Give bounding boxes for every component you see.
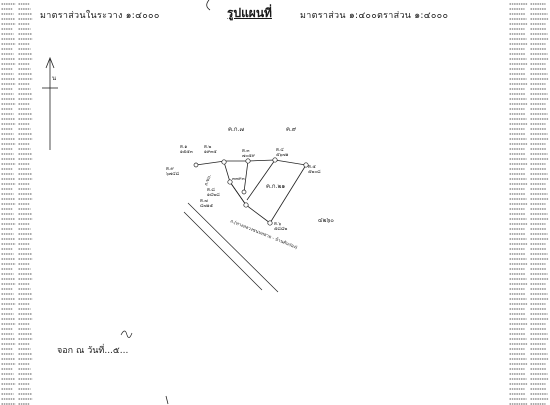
parcel-number: ๔๒๖๐ [318,217,334,224]
stake-code: ต.๕ [308,164,316,170]
survey-stakes [193,157,309,226]
stake-code: ต.๖ [274,221,281,227]
north-letter: น [52,75,56,82]
stake-number: ๗๐๕๙ [242,153,256,159]
stake-number: ๑๕๕๓ [180,149,193,155]
signature-mark [120,330,133,338]
map-title: รูปแผนที่ [227,6,272,20]
stake-code: ต.๔ [276,147,284,153]
stake-marker [245,158,251,164]
scale-right-label: มาตราส่วน ๑:๔๐๐ตราส่วน ๑:๔๐๐๐ [300,11,449,21]
bottom-tick-mark [165,395,169,405]
stake-number: ๑๔๒๘ [207,192,220,198]
right-margin-stamp-strip [509,3,549,405]
stake-number: ๕๘๘๒ [274,226,287,232]
stake-code: ต.๑ [180,145,187,150]
stake-code: ต.๘ [207,187,215,193]
stake-number: ๕๖๗๑ [276,152,289,158]
stake-code: ต.๓ [242,149,249,154]
stake-marker [227,179,233,185]
top-neighbor-label: ค.ก.๗ [228,126,244,133]
stake-number: ๔๗๑๕ [200,203,214,209]
stake-code: ต.๙ [166,167,174,172]
top-neighbor-label: ค.๙ [286,126,297,133]
date-footer: จอก ณ วันที่...๕... [57,346,129,356]
stake-code: ต.๒ [204,145,211,150]
stake-number: ๕๒๐๘ [308,169,321,175]
area-label: ค.ก.๒๑ [266,183,285,190]
stake-marker [241,189,247,195]
stake-marker [303,162,309,168]
road: ถ.(ทางหลวงชนบทสาย - บ้านคันร่อง) [183,202,298,293]
stake-marker [221,159,227,165]
north-arrow-icon: น [42,56,58,150]
inner-parcel-label: ๓๓๙๓ [232,177,245,182]
stake-code: ต.๗ [200,199,208,204]
stake-number: ๖๗๔๘ [166,171,180,177]
stake-labels: ต.๒ ๑๙๓๕ ต.๑ ๑๕๕๓ ต.๓ ๗๐๕๙ ต.๔ ๕๖๗๑ ต.๕ … [166,145,321,232]
stake-number: ๑๙๓๕ [204,149,217,155]
stake-marker [272,157,278,163]
title-bracket-mark [206,0,211,11]
side-note: ถ.ขบ. [204,174,213,187]
road-label: ถ.(ทางหลวงชนบทสาย - บ้านคันร่อง) [229,218,298,251]
stake-marker [193,162,199,168]
stake-marker [243,202,249,208]
scale-left-label: มาตราส่วนในระวาง ๑:๔๐๐๐ [40,11,160,21]
stake-marker [267,220,273,226]
left-margin-stamp-strip [1,3,33,405]
